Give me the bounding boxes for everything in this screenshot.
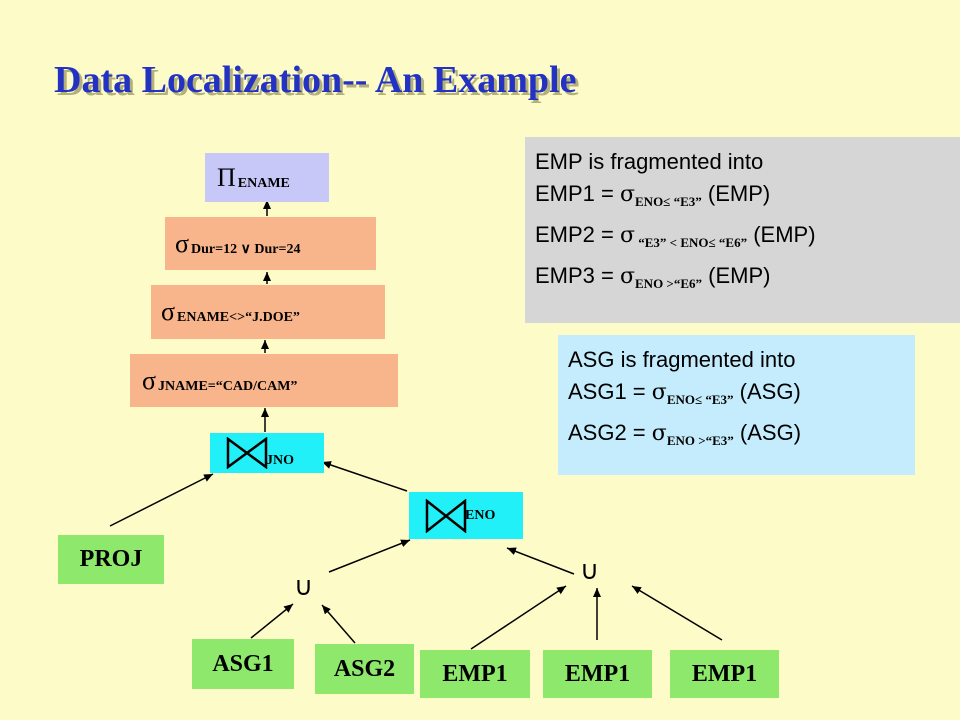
emp2-definition: EMP2 = σ “E3” < ENO≤ “E6” (EMP) [535, 222, 816, 250]
leaf-emp1-a: EMP1 [420, 650, 530, 698]
leaf-asg2: ASG2 [315, 644, 414, 694]
edge-emp1c-to-unionr [631, 585, 723, 641]
selection-symbol: σ [142, 365, 157, 395]
leaf-emp1-b: EMP1 [543, 650, 652, 698]
emp-fragmentation-box: EMP is fragmented into EMP1 = σENO≤ “E3”… [525, 137, 960, 323]
edge-unionr-to-eno [506, 547, 575, 575]
edge-proj-to-jno [109, 473, 214, 527]
selection-dur-condition: Dur=12 ∨ Dur=24 [191, 242, 301, 257]
edge-asg1-to-unionl [250, 603, 294, 639]
selection-symbol: σ [161, 297, 176, 326]
edge-emp1a-to-unionr [470, 585, 567, 650]
projection-node: Π ENAME [205, 153, 329, 202]
edge-asg2-to-unionl [321, 604, 356, 644]
edge-unionl-to-eno [328, 539, 411, 573]
leaf-proj: PROJ [58, 535, 164, 584]
emp-intro: EMP is fragmented into [535, 149, 764, 174]
leaf-emp1-c: EMP1 [670, 650, 779, 698]
asg1-definition: ASG1 = σENO≤ “E3” (ASG) [568, 379, 801, 407]
asg-intro: ASG is fragmented into [568, 347, 796, 372]
join-jno-attr: JNO [266, 453, 294, 468]
selection-jname-condition: JNAME=“CAD/CAM” [158, 378, 298, 394]
selection-ename-condition: ENAME<>“J.DOE” [177, 310, 300, 325]
bowtie-join-icon [226, 437, 268, 469]
edge-eno-to-jno [321, 461, 408, 492]
emp1-definition: EMP1 = σENO≤ “E3” (EMP) [535, 181, 771, 209]
asg2-definition: ASG2 = σENO >“E3” (ASG) [568, 420, 802, 448]
selection-jname-node: σ JNAME=“CAD/CAM” [130, 354, 398, 407]
projection-symbol: Π [217, 162, 236, 192]
leaf-asg1: ASG1 [192, 639, 294, 689]
union-left-symbol: ∪ [294, 572, 314, 601]
union-right-symbol: ∪ [580, 556, 600, 585]
selection-dur-node: σ Dur=12 ∨ Dur=24 [165, 217, 376, 270]
bowtie-join-icon [425, 498, 467, 533]
join-eno-node: ENO [409, 492, 523, 539]
slide-title: Data Localization-- An Example [54, 59, 577, 101]
emp3-definition: EMP3 = σENO >“E6” (EMP) [535, 263, 771, 291]
projection-attr: ENAME [237, 175, 290, 191]
join-eno-attr: ENO [465, 507, 496, 523]
selection-symbol: σ [175, 228, 190, 258]
join-jno-node: JNO [210, 433, 324, 473]
selection-ename-node: σ ENAME<>“J.DOE” [151, 285, 385, 339]
asg-fragmentation-box: ASG is fragmented into ASG1 = σENO≤ “E3”… [558, 335, 915, 475]
